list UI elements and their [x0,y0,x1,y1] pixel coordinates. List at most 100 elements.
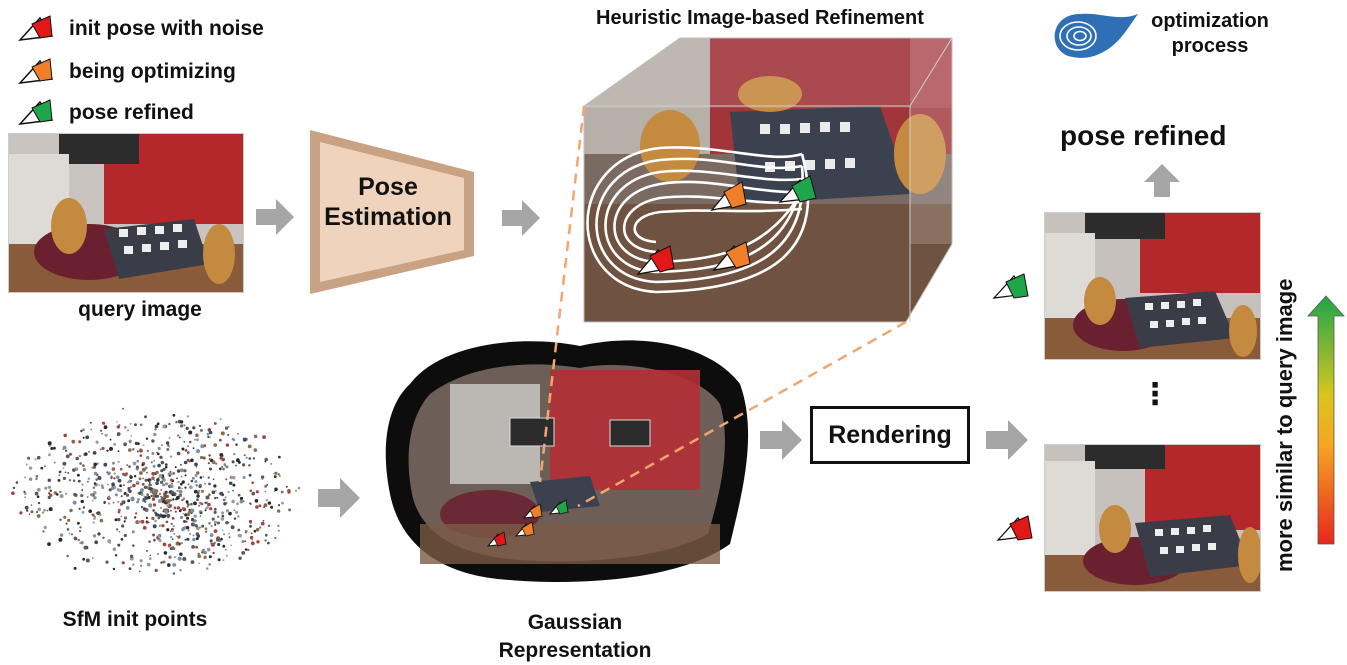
sfm-point [207,502,211,507]
sfm-point [180,508,183,511]
sfm-point [204,501,207,504]
sfm-point [217,521,220,525]
sfm-point [150,484,153,486]
sfm-point [207,462,210,465]
sfm-point [196,491,200,495]
sfm-point [182,557,187,561]
sfm-point [232,489,234,492]
sfm-point [140,519,145,524]
sfm-point [255,527,260,532]
sfm-point [213,484,217,488]
sfm-point [107,496,111,499]
sfm-point [195,484,198,487]
sfm-point [221,457,225,462]
refined-pose-camera-icon [18,99,54,125]
sfm-point [216,496,219,499]
sfm-point [169,484,174,489]
sfm-point [155,470,159,475]
sfm-point [194,524,198,528]
sfm-point [59,533,64,537]
sfm-point [117,500,120,503]
sfm-point [108,488,112,492]
sfm-point [145,520,148,523]
sfm-point [146,456,150,460]
sfm-point [213,422,217,425]
sfm-point [277,524,280,528]
sfm-point [116,432,121,436]
sfm-point [93,491,97,495]
sfm-point [192,447,195,449]
sfm-point [169,547,173,550]
sfm-point [159,455,163,459]
sfm-point [151,439,155,443]
sfm-point [203,550,207,555]
sfm-point [162,560,166,564]
sfm-point [93,496,97,500]
sfm-point [262,435,266,439]
sfm-point [277,473,281,476]
sfm-point [153,479,156,482]
sfm-point [151,471,156,476]
arrow-icon [256,199,294,235]
sfm-point [237,460,241,464]
sfm-point [176,477,178,479]
sfm-point [213,507,217,511]
sfm-point [183,520,186,523]
sfm-point [183,441,186,443]
sfm-point [195,466,198,468]
sfm-caption: SfM init points [62,608,208,631]
sfm-point [123,520,126,523]
sfm-point [150,494,153,497]
sfm-point [247,444,252,449]
sfm-point [236,502,239,506]
sfm-point [169,470,172,473]
sfm-point [154,424,159,429]
sfm-point [181,480,185,484]
sfm-point [242,437,247,442]
sfm-point [183,469,187,473]
sfm-point [172,498,175,501]
sfm-point [123,533,127,538]
sfm-point [168,422,171,426]
sfm-point [127,429,129,432]
sfm-point [122,407,125,410]
sfm-point [186,516,189,520]
sfm-point [208,555,212,559]
sfm-point [176,489,179,493]
legend-refined-label: pose refined [69,101,194,124]
sfm-point [201,524,205,528]
sfm-point [138,520,142,524]
sfm-point [72,500,77,505]
sfm-point [144,500,147,503]
sfm-point [148,483,152,487]
sfm-point [67,472,70,474]
sfm-point [238,556,242,560]
sfm-point [82,436,85,439]
sfm-point [225,548,227,551]
rendered-image-refined [1044,212,1261,360]
sfm-point [186,512,191,517]
sfm-point [127,499,131,503]
sfm-point [142,526,147,530]
sfm-point [194,473,198,477]
sfm-point [235,443,238,446]
sfm-point [258,504,262,508]
sfm-point [34,458,37,461]
sfm-point [243,454,246,457]
sfm-point [149,554,152,557]
sfm-point [179,420,184,424]
sfm-point [192,534,195,537]
sfm-point [92,521,95,524]
sfm-point [153,432,157,437]
sfm-point [120,495,123,498]
sfm-point [172,525,175,528]
sfm-point [139,449,143,453]
refinement-cube [583,37,953,323]
sfm-point [78,507,81,510]
sfm-point [132,544,135,547]
sfm-point [210,540,213,543]
sfm-point [201,503,204,506]
sfm-point [178,489,183,494]
sfm-point [131,530,135,534]
sfm-point [221,529,224,532]
